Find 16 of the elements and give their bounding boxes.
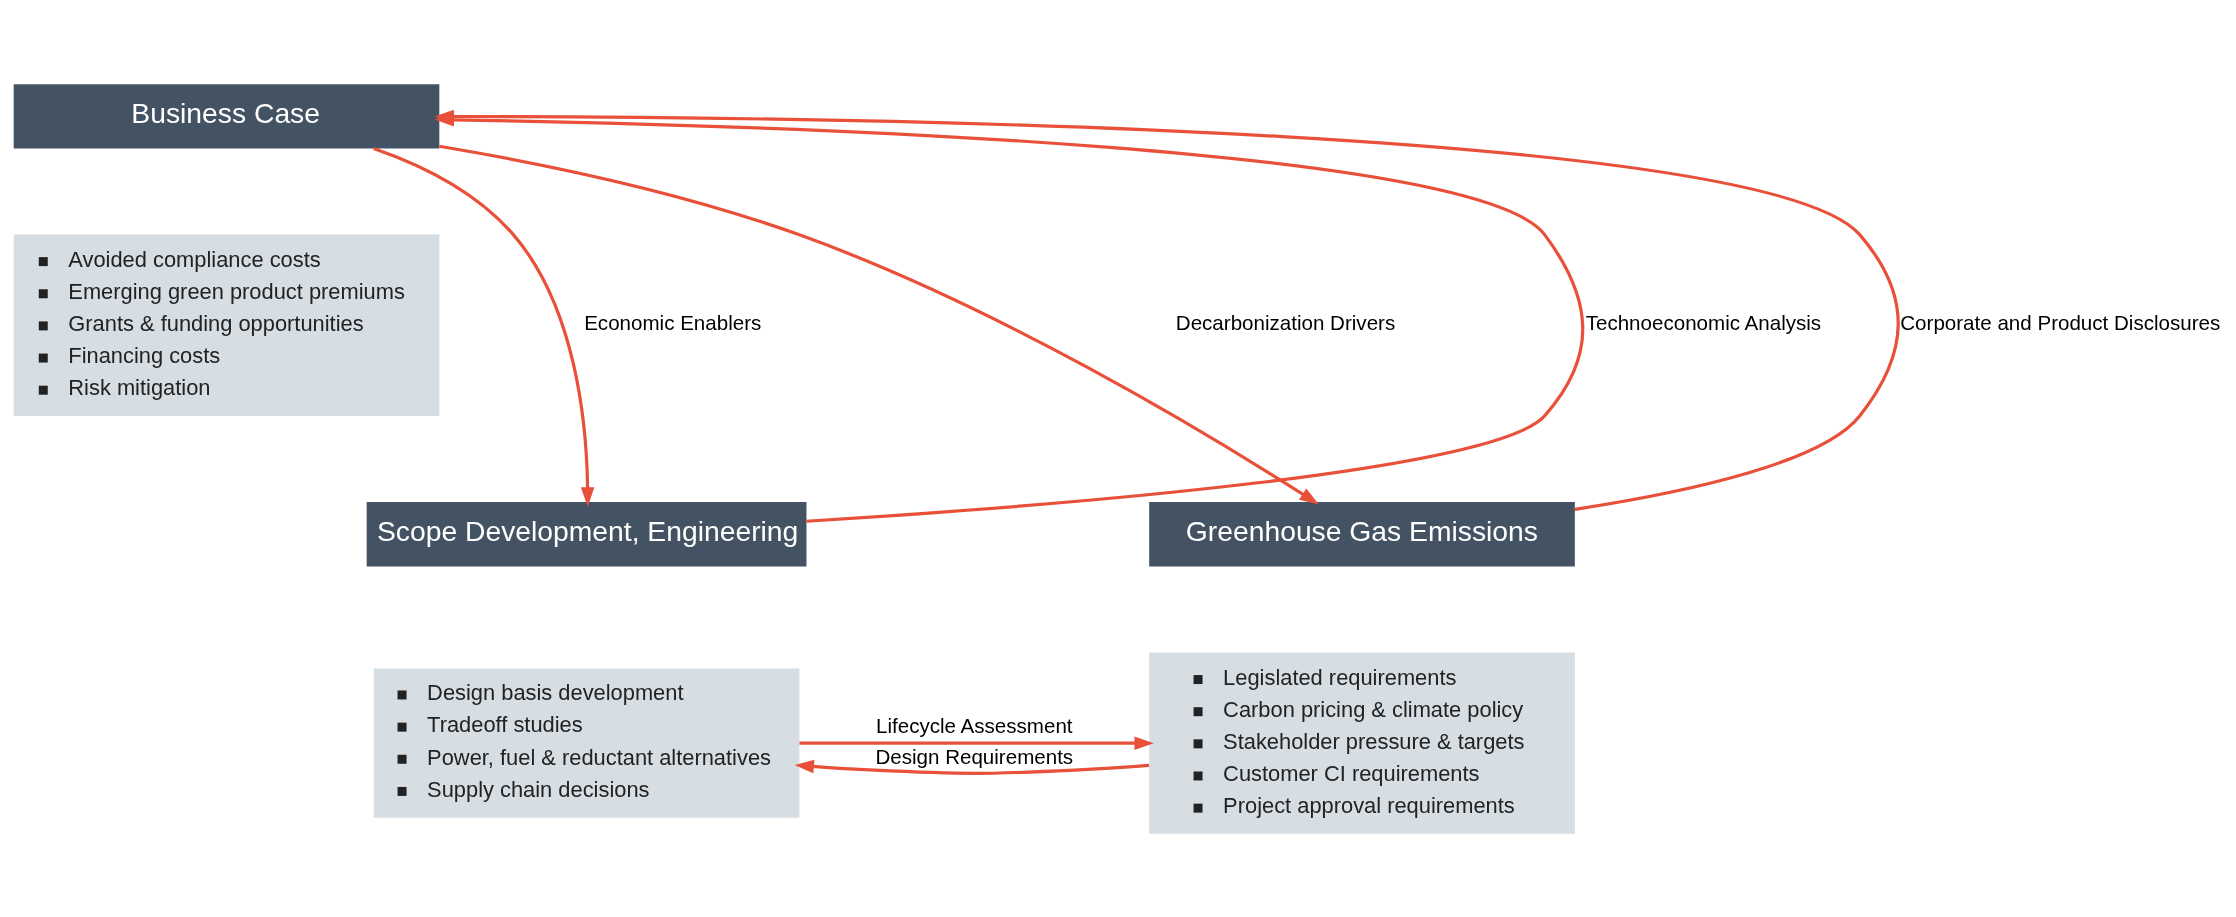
edge-label: Economic Enablers xyxy=(584,310,762,334)
arrow xyxy=(439,144,1319,505)
edge-label: Technoeconomic Analysis xyxy=(1585,310,1822,334)
node-box: Business Case xyxy=(13,83,440,148)
edge-label: Lifecycle Assessment xyxy=(876,713,1073,737)
arrow xyxy=(373,146,595,507)
edge-label: Corporate and Product Disclosures xyxy=(1900,310,2221,334)
node-box: Legislated requirements Carbon pricing & climate policy Stakeholder pressure & targets Customer CI requirements Project approval requirements xyxy=(1149,652,1575,834)
node-box: Scope Development, Engineering xyxy=(366,501,807,566)
edge-label: Design Requirements xyxy=(875,744,1074,768)
node-box: Design basis development Tradeoff studies Power, fuel & reductant alternatives Supply chain decisions xyxy=(373,668,800,818)
node-box: Greenhouse Gas Emissions xyxy=(1149,501,1575,566)
node-box: Avoided compliance costs Emerging green product premiums Grants & funding opportunities Financing costs Risk mitigation xyxy=(13,234,440,416)
arrow xyxy=(799,735,1154,750)
arrow xyxy=(794,759,1150,775)
edge-label: Decarbonization Drivers xyxy=(1175,310,1396,334)
